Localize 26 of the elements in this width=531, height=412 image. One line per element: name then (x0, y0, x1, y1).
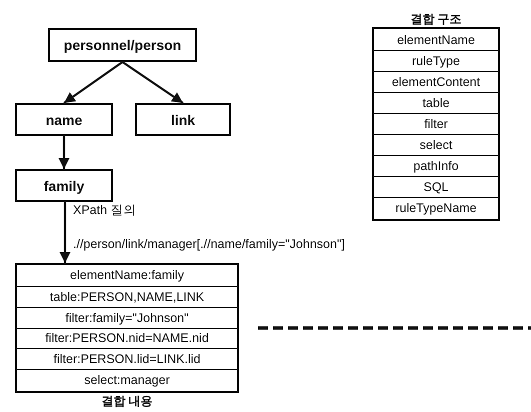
table-cell: filter:PERSON.nid=NAME.nid (17, 328, 237, 348)
table-cell: select (374, 134, 498, 155)
table-cell: filter:PERSON.lid=LINK.lid (17, 348, 237, 370)
table-cell: filter:family="Johnson" (17, 306, 237, 328)
arrow (122, 61, 184, 104)
table-cell: elementName (374, 29, 498, 50)
arrow (58, 136, 70, 169)
table-caption: 결합 구조 (409, 11, 463, 28)
tree-node-box: family (15, 169, 113, 202)
table-cell: pathInfo (374, 155, 498, 176)
table-cell: elementName:family (17, 265, 237, 286)
table-cell: filter (374, 113, 498, 134)
table-cell: SQL (374, 176, 498, 197)
arrow (63, 61, 124, 104)
arrow (60, 202, 70, 263)
table-cell: ruleTypeName (374, 197, 498, 218)
table-cell: ruleType (374, 50, 498, 71)
tree-node-box: link (135, 103, 231, 136)
table-cell: table:PERSON,NAME,LINK (17, 286, 237, 307)
table-cell: elementContent (374, 71, 498, 92)
tree-node-box: personnel/person (48, 28, 197, 62)
tree-node-box: name (15, 103, 113, 136)
table-cell: table (374, 92, 498, 113)
dashed-line (258, 326, 531, 330)
table-caption: 결합 내용 (100, 393, 154, 410)
table-cell: select:manager (17, 369, 237, 390)
